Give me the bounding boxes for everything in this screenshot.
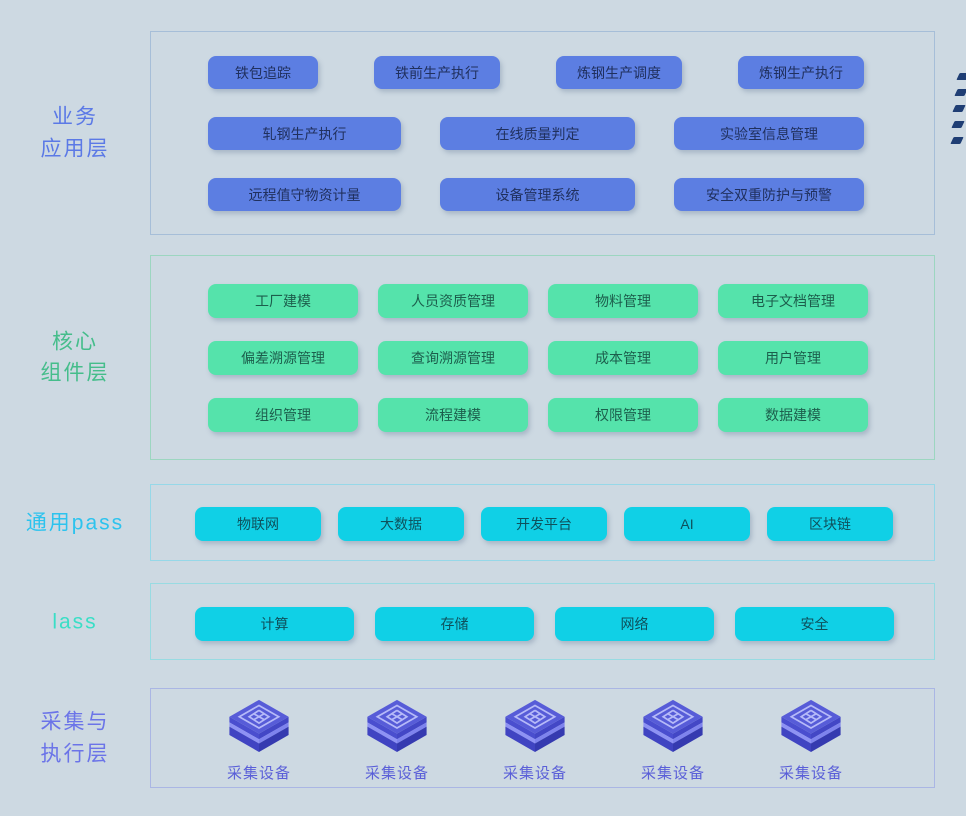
layer-iaas: lass 计算存储网络安全 bbox=[0, 583, 966, 660]
core-components-button[interactable]: 数据建模 bbox=[718, 398, 868, 432]
device-row: 采集设备 采集设备 采集设备 采集设备 采集设备 bbox=[151, 697, 934, 783]
layer-panel-core-components: 工厂建模人员资质管理物料管理电子文档管理偏差溯源管理查询溯源管理成本管理用户管理… bbox=[150, 255, 935, 460]
core-components-button[interactable]: 查询溯源管理 bbox=[378, 341, 528, 375]
layer-label-line: 核心 bbox=[52, 330, 98, 353]
collection-device-icon bbox=[229, 699, 289, 752]
button-row: 计算存储网络安全 bbox=[151, 607, 934, 641]
layer-label-core-components: 核心组件层 bbox=[0, 326, 150, 389]
business-application-button[interactable]: 炼钢生产执行 bbox=[738, 56, 864, 89]
business-application-button[interactable]: 实验室信息管理 bbox=[674, 117, 864, 150]
collection-device-icon bbox=[367, 699, 427, 752]
layer-panel-business-application: 铁包追踪 铁前生产执行 炼钢生产调度 炼钢生产执行轧钢生产执行 在线质量判定 实验室信息管… bbox=[150, 31, 935, 235]
layer-panel-collection-execution: 采集设备 采集设备 采集设备 采集设备 采集设备 bbox=[150, 688, 935, 788]
business-application-button[interactable]: 远程值守物资计量 bbox=[208, 178, 401, 211]
collection-device: 采集设备 bbox=[777, 697, 845, 783]
layer-collection-execution: 采集与执行层采集设备 采集设备 采集设备 采集设备 采集设备 bbox=[0, 688, 966, 788]
core-components-button[interactable]: 权限管理 bbox=[548, 398, 698, 432]
device-label: 采集设备 bbox=[502, 765, 567, 782]
layer-label-business-application: 业务应用层 bbox=[0, 102, 150, 165]
core-components-button[interactable]: 电子文档管理 bbox=[718, 284, 868, 318]
business-application-button[interactable]: 铁前生产执行 bbox=[374, 56, 500, 89]
core-components-button[interactable]: 工厂建模 bbox=[208, 284, 358, 318]
core-components-button[interactable]: 成本管理 bbox=[548, 341, 698, 375]
layer-label-iaas: lass bbox=[0, 606, 150, 638]
collection-device-icon bbox=[643, 699, 703, 752]
collection-device: 采集设备 bbox=[363, 697, 431, 783]
button-row: 轧钢生产执行 在线质量判定 实验室信息管理 bbox=[151, 117, 934, 150]
business-application-button[interactable]: 炼钢生产调度 bbox=[556, 56, 682, 89]
layer-label-line: 业务 bbox=[52, 105, 98, 129]
device-label: 采集设备 bbox=[640, 765, 705, 782]
collection-device: 采集设备 bbox=[225, 697, 293, 783]
button-row: 偏差溯源管理查询溯源管理成本管理用户管理 bbox=[151, 341, 934, 375]
layer-label-line: 应用层 bbox=[40, 137, 110, 160]
business-application-button[interactable]: 轧钢生产执行 bbox=[208, 117, 401, 150]
iaas-button[interactable]: 网络 bbox=[555, 607, 714, 641]
layer-panel-iaas: 计算存储网络安全 bbox=[150, 583, 935, 660]
layer-label-collection-execution: 采集与执行层 bbox=[0, 707, 150, 770]
device-label: 采集设备 bbox=[778, 765, 843, 782]
collection-device-icon bbox=[505, 699, 565, 752]
layer-core-components: 核心组件层工厂建模人员资质管理物料管理电子文档管理偏差溯源管理查询溯源管理成本管… bbox=[0, 255, 966, 460]
core-components-button[interactable]: 人员资质管理 bbox=[378, 284, 528, 318]
common-paas-button[interactable]: 物联网 bbox=[195, 507, 321, 541]
layer-label-line: 采集与 bbox=[40, 710, 110, 734]
iaas-button[interactable]: 安全 bbox=[735, 607, 894, 641]
common-paas-button[interactable]: AI bbox=[624, 507, 750, 541]
layer-label-line: 通用pass bbox=[25, 510, 125, 534]
layer-label-line: lass bbox=[52, 609, 98, 633]
layer-panel-common-paas: 物联网大数据开发平台 AI 区块链 bbox=[150, 484, 935, 561]
common-paas-button[interactable]: 开发平台 bbox=[481, 507, 607, 541]
device-label: 采集设备 bbox=[364, 765, 429, 782]
collection-device: 采集设备 bbox=[639, 697, 707, 783]
layer-label-common-paas: 通用pass bbox=[0, 507, 150, 539]
layer-business-application: 业务应用层 铁包追踪 铁前生产执行 炼钢生产调度 炼钢生产执行轧钢生产执行 在线质量判定 实… bbox=[0, 31, 966, 235]
button-row: 铁包追踪 铁前生产执行 炼钢生产调度 炼钢生产执行 bbox=[151, 56, 934, 89]
iaas-button[interactable]: 存储 bbox=[375, 607, 534, 641]
layer-label-line: 执行层 bbox=[40, 742, 110, 765]
business-application-button[interactable]: 在线质量判定 bbox=[440, 117, 635, 150]
layer-common-paas: 通用pass 物联网大数据开发平台 AI 区块链 bbox=[0, 484, 966, 561]
button-row: 物联网大数据开发平台 AI 区块链 bbox=[151, 507, 934, 541]
business-application-button[interactable]: 设备管理系统 bbox=[440, 178, 635, 211]
collection-device: 采集设备 bbox=[501, 697, 569, 783]
collection-device-icon bbox=[781, 699, 841, 752]
business-application-button[interactable]: 安全双重防护与预警 bbox=[674, 178, 864, 211]
button-row: 组织管理流程建模权限管理数据建模 bbox=[151, 398, 934, 432]
common-paas-button[interactable]: 大数据 bbox=[338, 507, 464, 541]
button-row: 远程值守物资计量 设备管理系统 安全双重防护与预警 bbox=[151, 178, 934, 211]
core-components-button[interactable]: 用户管理 bbox=[718, 341, 868, 375]
button-row: 工厂建模人员资质管理物料管理电子文档管理 bbox=[151, 284, 934, 318]
core-components-button[interactable]: 偏差溯源管理 bbox=[208, 341, 358, 375]
layer-label-line: 组件层 bbox=[40, 361, 110, 385]
device-label: 采集设备 bbox=[226, 765, 291, 782]
core-components-button[interactable]: 物料管理 bbox=[548, 284, 698, 318]
iaas-button[interactable]: 计算 bbox=[195, 607, 354, 641]
common-paas-button[interactable]: 区块链 bbox=[767, 507, 893, 541]
core-components-button[interactable]: 组织管理 bbox=[208, 398, 358, 432]
business-application-button[interactable]: 铁包追踪 bbox=[208, 56, 318, 89]
core-components-button[interactable]: 流程建模 bbox=[378, 398, 528, 432]
